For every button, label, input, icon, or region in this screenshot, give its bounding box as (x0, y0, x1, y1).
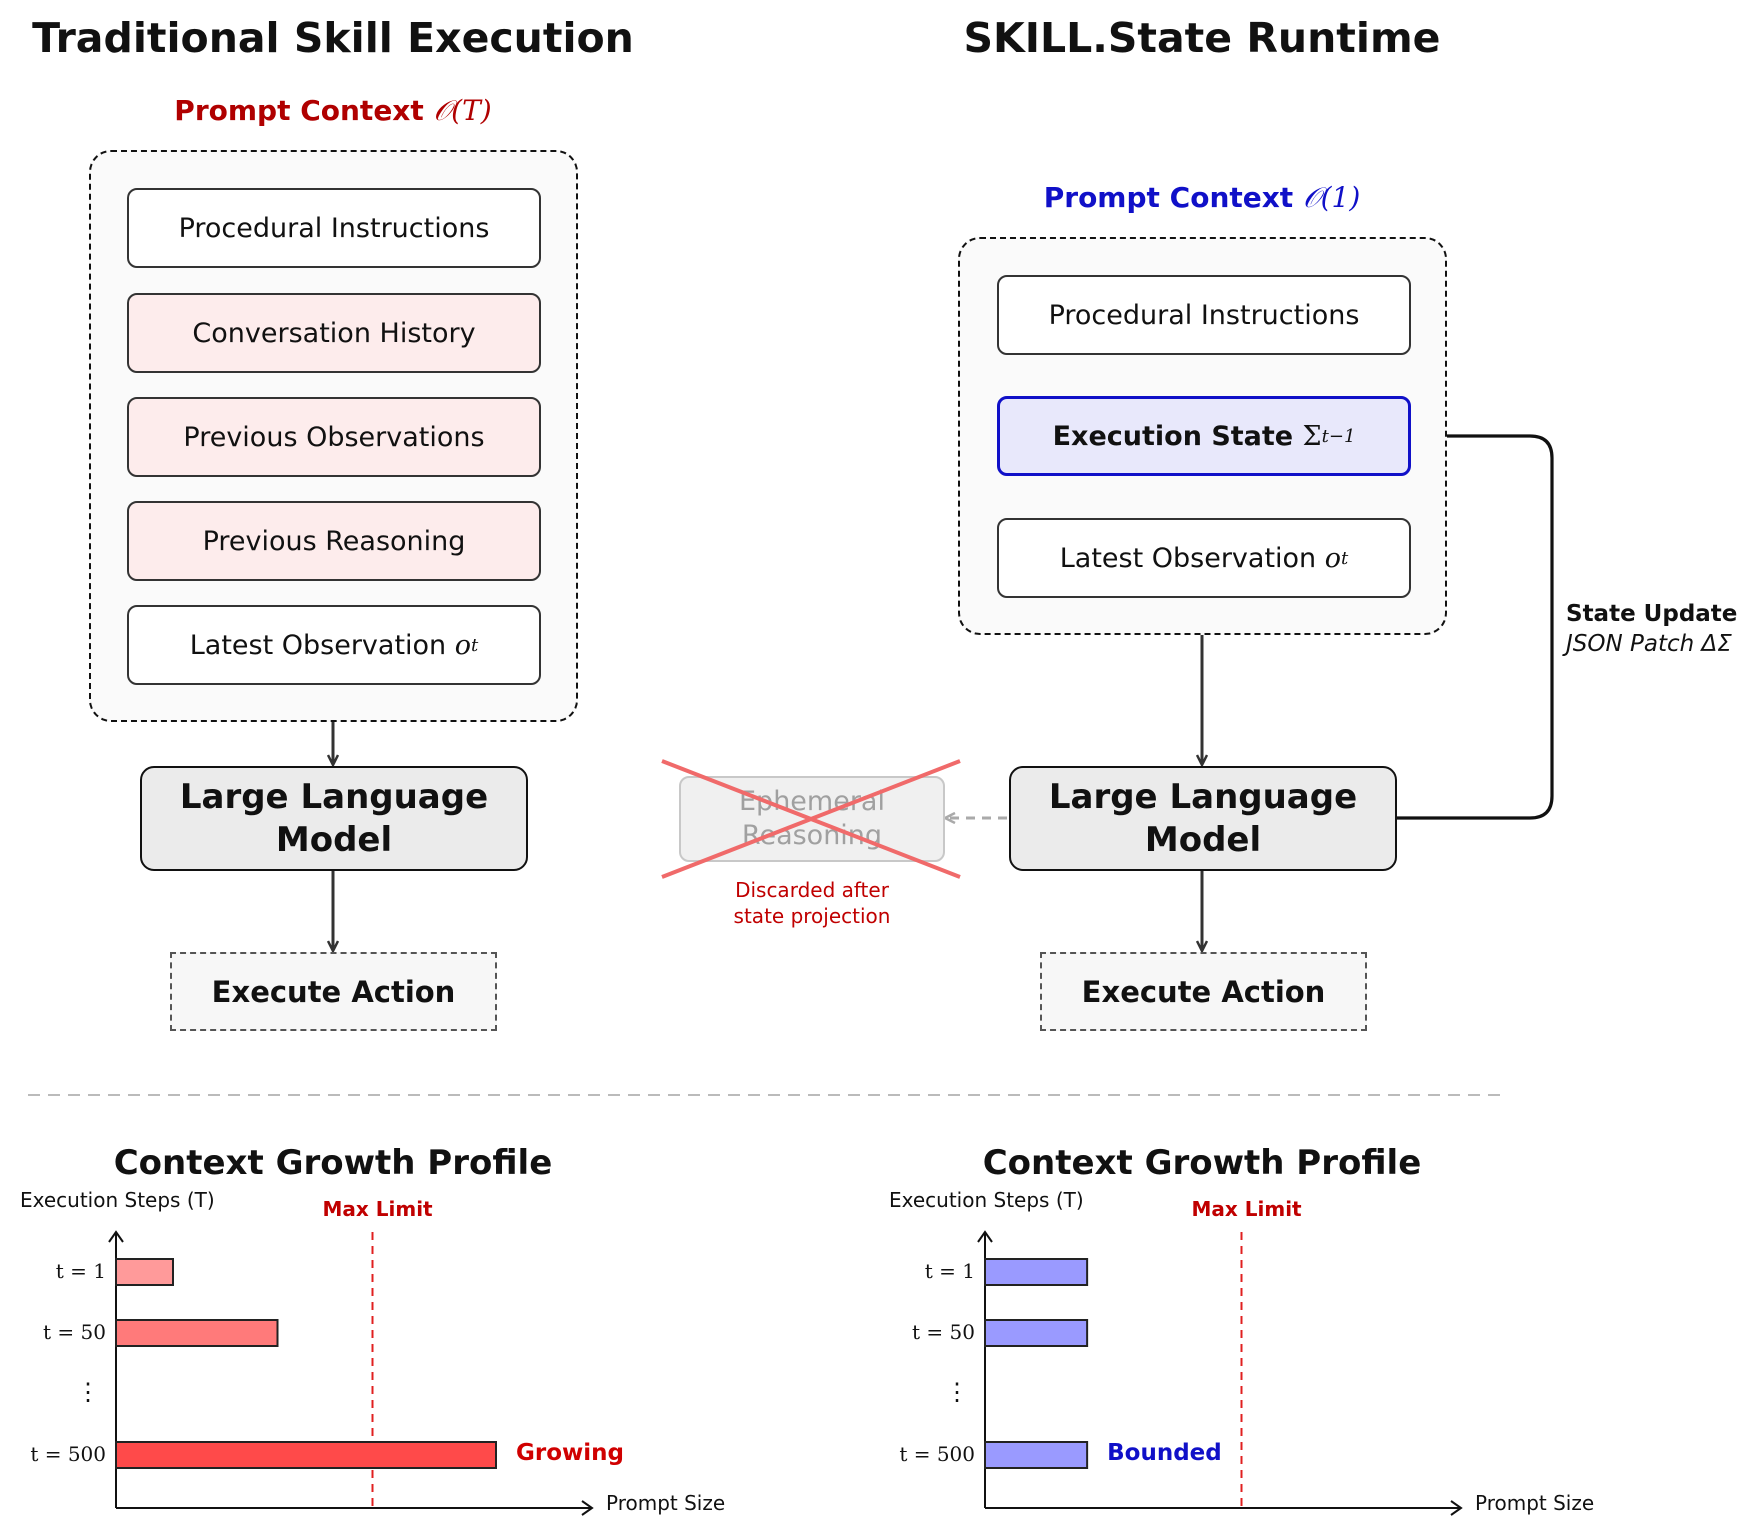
bar (115, 1441, 497, 1469)
right-context-complexity: 𝒪(1) (1302, 181, 1361, 214)
item-label: Execution State (1052, 420, 1294, 452)
item-label: Previous Observations (183, 421, 485, 453)
right-title: SKILL.State Runtime (963, 14, 1441, 62)
item-label: Procedural Instructions (1048, 299, 1360, 331)
right-context-text: Prompt Context (1043, 181, 1294, 214)
left-context-label: Prompt Context 𝒪(T) (0, 94, 666, 128)
state-update-title: State Update (1566, 601, 1738, 627)
left-title: Traditional Skill Execution (32, 14, 634, 62)
tick-label: t = 1 (924, 1259, 975, 1283)
chart-plot (977, 1230, 1463, 1516)
status-label: Growing (516, 1440, 624, 1466)
discarded-note: Discarded after state projection (680, 877, 944, 929)
x-axis-label: Prompt Size (1475, 1491, 1595, 1515)
right-procedural-instructions: Procedural Instructions (997, 275, 1411, 355)
item-label: Previous Reasoning (202, 525, 466, 557)
bar (984, 1441, 1089, 1469)
x-axis-label: Prompt Size (606, 1491, 726, 1515)
llm-line2: Model (1144, 819, 1262, 860)
left-previous-observations: Previous Observations (127, 397, 541, 477)
x-axis-arrowhead (581, 1500, 594, 1516)
chart-plot (108, 1230, 594, 1516)
right-context-label: Prompt Context 𝒪(1) (866, 181, 1538, 215)
item-math: o (454, 629, 472, 661)
max-limit-label: Max Limit (1191, 1197, 1302, 1221)
item-label: Procedural Instructions (178, 212, 490, 244)
state-update-label: State Update JSON Patch ΔΣ (1566, 600, 1737, 660)
item-math-sub: t−1 (1321, 425, 1356, 447)
item-label: Conversation History (192, 317, 476, 349)
right-execute-action: Execute Action (1040, 952, 1367, 1031)
item-math: o (1324, 542, 1342, 574)
tick-label: ⋮ (945, 1378, 969, 1406)
left-previous-reasoning: Previous Reasoning (127, 501, 541, 581)
discarded-line1: Discarded after (735, 878, 889, 902)
chart-right: Context Growth Profile Execution Steps (… (869, 1140, 1749, 1532)
y-axis-arrowhead (108, 1230, 124, 1243)
item-math-sub: t (1341, 547, 1349, 569)
tick-label: t = 500 (899, 1442, 975, 1466)
action-label: Execute Action (1081, 974, 1326, 1009)
y-axis-label: Execution Steps (T) (20, 1188, 215, 1212)
status-label: Bounded (1107, 1440, 1222, 1466)
llm-line1: Large Language (179, 777, 489, 817)
item-math: Σ (1302, 420, 1322, 452)
item-math-sub: t (471, 634, 479, 656)
bar (115, 1319, 279, 1347)
bar (984, 1258, 1089, 1286)
tick-label: t = 50 (43, 1320, 106, 1344)
state-update-detail: JSON Patch ΔΣ (1566, 630, 1732, 657)
x-axis-arrowhead (1450, 1500, 1463, 1516)
left-procedural-instructions: Procedural Instructions (127, 188, 541, 268)
ephemeral-line1: Ephemeral (739, 786, 885, 818)
left-context-complexity: 𝒪(T) (433, 94, 492, 127)
bar (984, 1319, 1089, 1347)
y-axis-arrowhead (977, 1230, 993, 1243)
ephemeral-line2: Reasoning (741, 820, 883, 851)
left-context-text: Prompt Context (174, 94, 424, 127)
item-label: Latest Observation (1059, 542, 1317, 574)
llm-line1: Large Language (1048, 777, 1358, 817)
y-axis-label: Execution Steps (T) (889, 1188, 1084, 1212)
chart-title: Context Growth Profile (982, 1143, 1422, 1183)
left-execute-action: Execute Action (170, 952, 497, 1031)
item-label: Latest Observation (189, 629, 447, 661)
arrow-state-update-loop (1394, 436, 1554, 820)
left-conversation-history: Conversation History (127, 293, 541, 373)
tick-label: t = 50 (912, 1320, 975, 1344)
tick-label: ⋮ (76, 1378, 100, 1406)
llm-line2: Model (275, 819, 393, 860)
discarded-line2: state projection (733, 904, 891, 928)
tick-label: t = 1 (55, 1259, 106, 1283)
chart-title: Context Growth Profile (113, 1143, 553, 1183)
chart-left: Context Growth Profile Execution Steps (… (0, 1140, 880, 1532)
tick-label: t = 500 (30, 1442, 106, 1466)
bar (115, 1258, 174, 1286)
max-limit-label: Max Limit (322, 1197, 433, 1221)
action-label: Execute Action (211, 974, 456, 1009)
